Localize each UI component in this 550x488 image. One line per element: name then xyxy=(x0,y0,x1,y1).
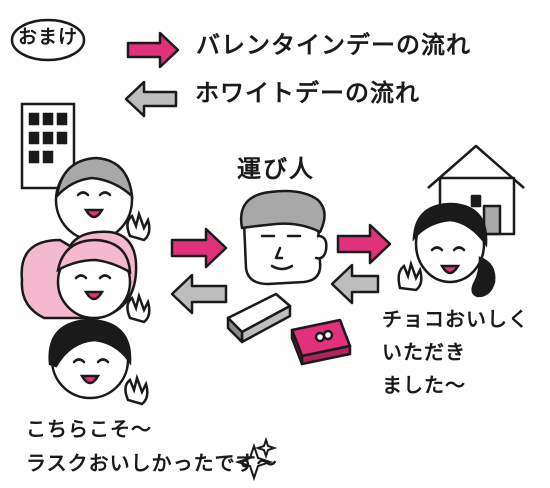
coworkers-speech: こちらこそ〜 ラスクおいしかったです〜 xyxy=(26,412,278,480)
sparkle-icon xyxy=(234,436,278,482)
flow-gray-arrow-right xyxy=(330,263,380,305)
chocolate-box-icon xyxy=(290,318,352,366)
legend-gray-arrow xyxy=(124,80,178,118)
coworker-3-figure xyxy=(48,318,149,406)
recipient-figure xyxy=(397,202,496,298)
recipient-speech-line-3: ました〜 xyxy=(382,373,466,397)
carrier-figure xyxy=(239,189,328,286)
valentine-flow-label: バレンタインデーの流れ xyxy=(196,31,471,59)
flow-pink-arrow-left xyxy=(170,227,228,269)
whiteday-flow-label: ホワイトデーの流れ xyxy=(195,79,420,107)
recipient-speech: チョコおいしく いただき ました〜 xyxy=(382,303,529,402)
building-icon xyxy=(20,102,76,190)
flow-pink-arrow-right xyxy=(336,223,392,265)
flow-gray-arrow-left xyxy=(170,273,228,315)
rusk-box-icon xyxy=(226,292,292,344)
coworker-2-figure xyxy=(20,230,151,324)
legend-pink-arrow xyxy=(126,31,180,69)
coworkers-speech-line-2: ラスクおいしかったです〜 xyxy=(26,451,278,475)
carrier-label: 運び人 xyxy=(237,155,315,183)
recipient-speech-line-1: チョコおいしく xyxy=(382,307,529,331)
recipient-speech-line-2: いただき xyxy=(382,340,466,364)
badge-label: おまけ xyxy=(18,26,79,48)
badge-outline xyxy=(10,18,86,62)
coworker-1-figure xyxy=(54,156,151,242)
coworkers-speech-line-1: こちらこそ〜 xyxy=(26,417,152,441)
